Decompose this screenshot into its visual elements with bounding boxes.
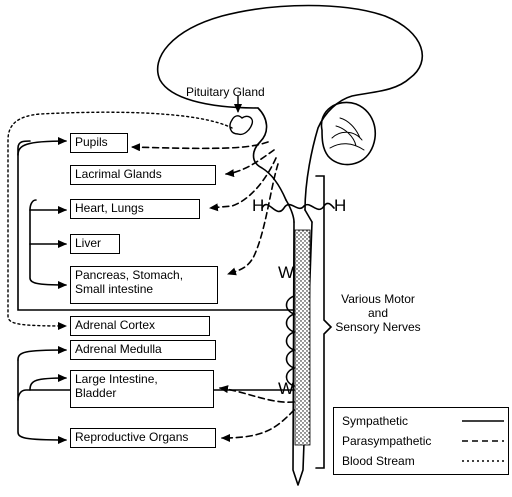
- nerve-brace: [316, 176, 331, 468]
- pituitary-label: Pituitary Gland: [186, 85, 265, 99]
- organ-box-large-intestine: Large Intestine, Bladder: [70, 370, 214, 408]
- organ-box-lacrimal: Lacrimal Glands: [70, 165, 216, 185]
- para-to-pancreas: [228, 164, 278, 274]
- legend-line-samples: [334, 408, 510, 476]
- sympathetic-cord-region: [295, 230, 310, 445]
- nerves-label-line3: Sensory Nerves: [333, 320, 423, 334]
- para-to-pupils: [132, 142, 268, 148]
- sympathetic-to-adrenal-medulla: [18, 350, 66, 360]
- organ-label-adrenal-medulla: Adrenal Medulla: [75, 342, 162, 356]
- organ-box-reproductive: Reproductive Organs: [70, 428, 216, 448]
- organ-box-pancreas: Pancreas, Stomach, Small intestine: [70, 266, 218, 304]
- organ-box-adrenal-medulla: Adrenal Medulla: [70, 340, 216, 360]
- legend: Sympathetic Parasympathetic Blood Stream: [333, 407, 509, 475]
- organ-label-pancreas-2: Small intestine: [75, 282, 213, 296]
- organ-label-adrenal-cortex: Adrenal Cortex: [75, 318, 155, 332]
- para-to-heart: [210, 158, 276, 208]
- nerves-label-line1: Various Motor: [333, 292, 423, 306]
- organ-label-heart: Heart, Lungs: [75, 201, 144, 215]
- organ-box-liver: Liver: [70, 234, 120, 254]
- organ-box-adrenal-cortex: Adrenal Cortex: [70, 316, 210, 336]
- organ-label-liver: Liver: [75, 236, 101, 250]
- organ-label-pupils: Pupils: [75, 135, 108, 149]
- para-to-reproductive: [222, 410, 294, 438]
- w-bottom-label: W: [278, 382, 294, 396]
- pituitary-gland: [230, 116, 252, 135]
- organ-label-pancreas-1: Pancreas, Stomach,: [75, 268, 213, 282]
- sympathetic-to-large-intestine: [30, 378, 66, 390]
- organ-label-large-intestine-2: Bladder: [75, 386, 209, 400]
- organ-box-pupils: Pupils: [70, 133, 128, 153]
- h-right-label: H: [334, 199, 346, 213]
- sympathetic-to-pupils: [18, 141, 66, 155]
- organ-label-reproductive: Reproductive Organs: [75, 430, 188, 444]
- organ-label-large-intestine-1: Large Intestine,: [75, 372, 209, 386]
- organ-box-heart: Heart, Lungs: [70, 199, 200, 219]
- h-left-label: H: [252, 199, 264, 213]
- nerves-label-line2: and: [333, 306, 423, 320]
- sympathetic-to-pancreas: [30, 244, 66, 285]
- w-top-label: W: [278, 266, 294, 280]
- organ-label-lacrimal: Lacrimal Glands: [75, 167, 162, 181]
